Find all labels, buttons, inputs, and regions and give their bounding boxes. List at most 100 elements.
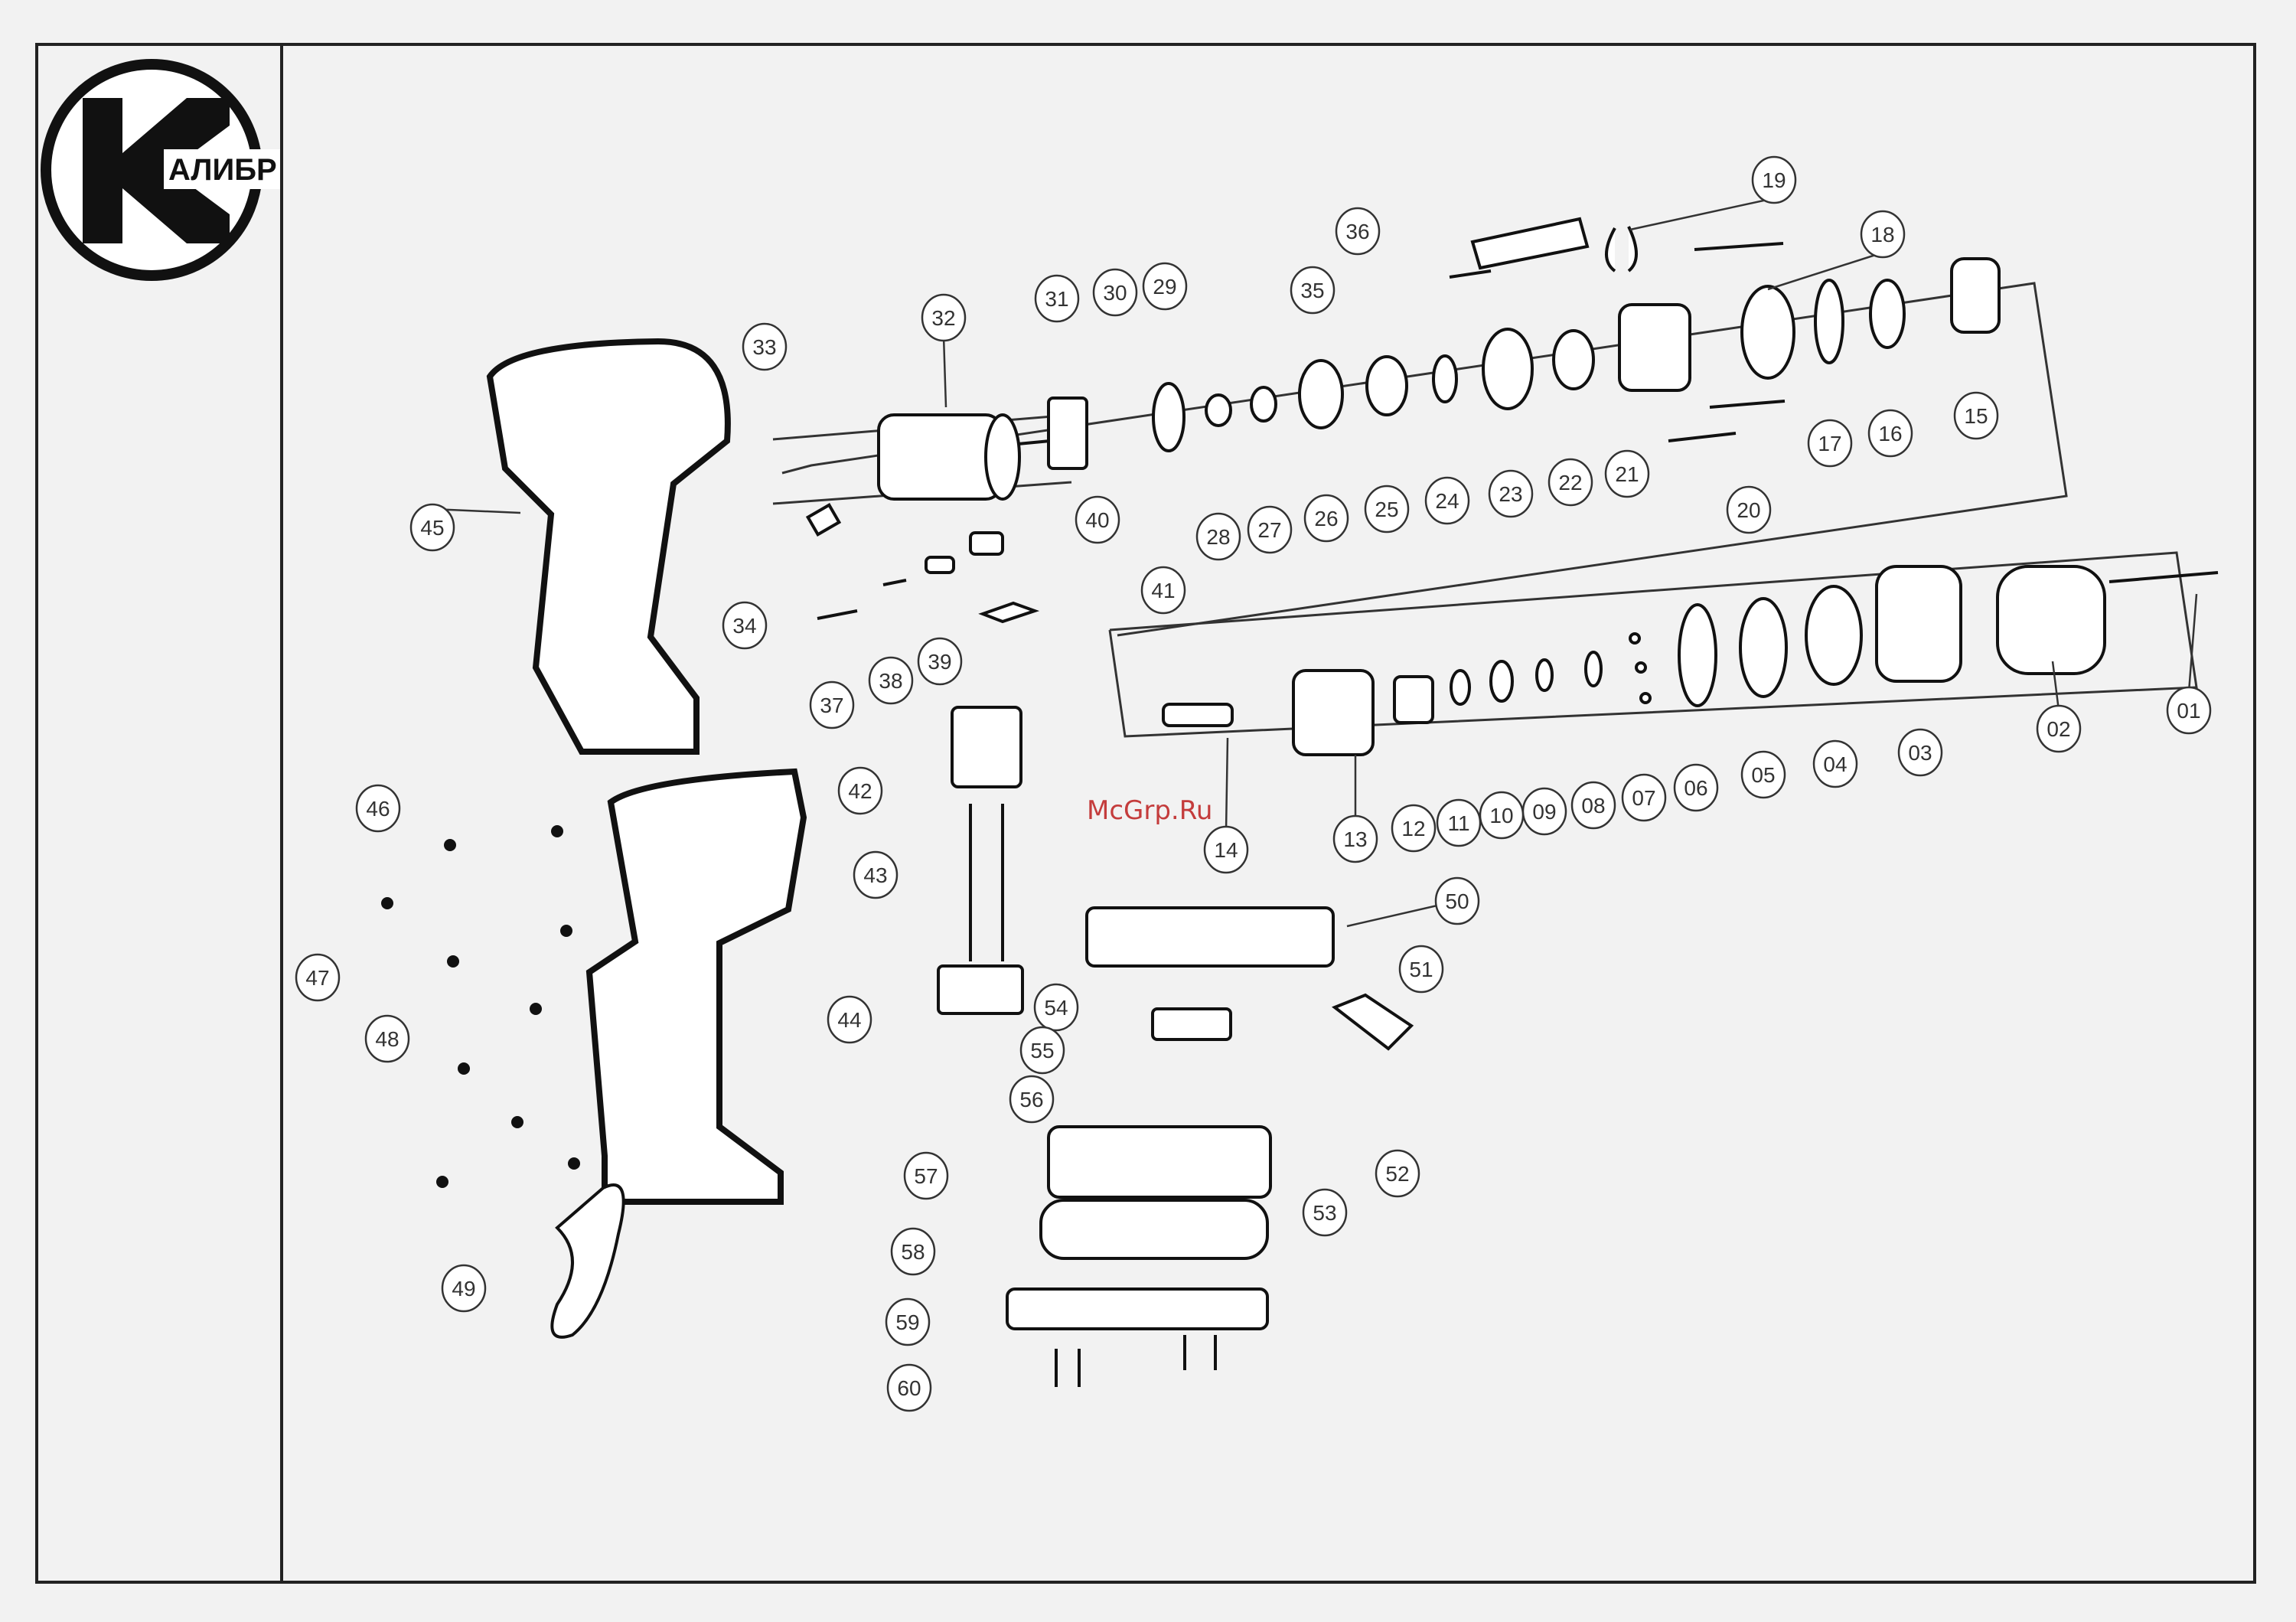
part-callout-57: 57 (903, 1151, 949, 1200)
callout-circle (1092, 268, 1138, 317)
callout-circle (1751, 155, 1797, 204)
callout-number: 06 (1684, 776, 1707, 800)
callout-circle (1740, 750, 1786, 799)
callout-circle (1424, 476, 1470, 525)
callout-circle (1953, 391, 1999, 440)
part-callout-60: 60 (886, 1363, 932, 1412)
callout-number: 33 (752, 335, 776, 359)
callout-number: 43 (863, 863, 887, 887)
callout-number: 20 (1737, 498, 1760, 522)
callout-circle (1009, 1075, 1055, 1124)
callout-number: 34 (732, 614, 756, 638)
part-callout-55: 55 (1019, 1026, 1065, 1075)
part-callout-11: 11 (1436, 798, 1482, 847)
callout-number: 08 (1581, 794, 1605, 818)
part-callout-01: 01 (2166, 686, 2212, 735)
part-callout-09: 09 (1521, 787, 1567, 836)
callout-number: 07 (1632, 786, 1655, 810)
part-callout-37: 37 (809, 680, 855, 729)
part-callout-46: 46 (355, 784, 401, 833)
callout-number: 35 (1300, 279, 1324, 302)
part-callout-18: 18 (1860, 210, 1906, 259)
callout-number: 42 (848, 779, 872, 803)
callout-circle (921, 293, 967, 342)
part-callout-10: 10 (1479, 791, 1525, 840)
callout-circle (1673, 763, 1719, 812)
callout-number: 13 (1343, 827, 1367, 851)
callout-circle (409, 503, 455, 552)
part-callout-39: 39 (917, 637, 963, 686)
part-callout-15: 15 (1953, 391, 1999, 440)
part-callout-40: 40 (1075, 495, 1120, 544)
callout-circle (1203, 825, 1249, 874)
callout-circle (1548, 458, 1593, 507)
part-callout-22: 22 (1548, 458, 1593, 507)
part-callout-17: 17 (1807, 419, 1853, 468)
callout-number: 39 (928, 650, 951, 674)
callout-circle (1812, 739, 1858, 788)
part-callout-36: 36 (1335, 207, 1381, 256)
part-callout-19: 19 (1751, 155, 1797, 204)
part-callout-43: 43 (853, 850, 899, 899)
part-callout-35: 35 (1290, 266, 1336, 315)
part-callout-25: 25 (1364, 485, 1410, 534)
callout-number: 32 (931, 306, 955, 330)
part-callout-23: 23 (1488, 469, 1534, 518)
part-callout-03: 03 (1897, 728, 1943, 777)
callout-circle (295, 953, 341, 1002)
callout-number: 22 (1558, 471, 1582, 494)
callout-circle (853, 850, 899, 899)
callout-circle (885, 1297, 931, 1346)
callout-number: 47 (305, 966, 329, 990)
part-callout-38: 38 (868, 656, 914, 705)
callout-number: 60 (897, 1376, 921, 1400)
callout-circle (2166, 686, 2212, 735)
callout-number: 59 (895, 1310, 919, 1334)
callout-circle (1621, 773, 1667, 822)
part-callout-07: 07 (1621, 773, 1667, 822)
part-callout-48: 48 (364, 1014, 410, 1063)
callout-circle (1075, 495, 1120, 544)
part-callout-08: 08 (1570, 781, 1616, 830)
callout-number: 10 (1489, 804, 1513, 827)
callout-number: 40 (1085, 508, 1109, 532)
drill-housing (486, 338, 807, 1205)
battery-and-switch (550, 706, 1414, 1387)
callout-number: 30 (1103, 281, 1127, 305)
callout-number: 44 (837, 1008, 861, 1032)
callout-circle (1604, 449, 1650, 498)
callout-number: 03 (1908, 741, 1932, 765)
part-callout-45: 45 (409, 503, 455, 552)
callout-circle (1034, 274, 1080, 323)
callout-circle (1140, 566, 1186, 615)
part-callout-31: 31 (1034, 274, 1080, 323)
callout-number: 55 (1030, 1039, 1054, 1062)
callout-circle (355, 784, 401, 833)
part-callout-44: 44 (827, 995, 872, 1044)
callout-circle (837, 766, 883, 815)
callout-number: 26 (1314, 507, 1338, 530)
callout-number: 31 (1045, 287, 1068, 311)
callout-circle (1436, 798, 1482, 847)
part-callout-26: 26 (1303, 494, 1349, 543)
callout-leaders (432, 197, 2198, 928)
part-callout-54: 54 (1033, 983, 1079, 1032)
callout-number: 24 (1435, 489, 1459, 513)
callout-number: 41 (1151, 579, 1175, 602)
callout-circle (441, 1264, 487, 1313)
callout-number: 36 (1345, 220, 1369, 243)
part-callout-06: 06 (1673, 763, 1719, 812)
logo-text: АЛИБР (168, 153, 277, 187)
callout-number: 27 (1257, 518, 1281, 542)
callout-number: 50 (1445, 889, 1469, 913)
part-callout-24: 24 (1424, 476, 1470, 525)
callout-circle (1807, 419, 1853, 468)
callout-circle (722, 601, 768, 650)
callout-number: 58 (901, 1240, 925, 1264)
callout-circle (903, 1151, 949, 1200)
callout-number: 18 (1870, 223, 1894, 246)
callout-circle (1398, 945, 1444, 994)
part-callout-20: 20 (1726, 485, 1772, 534)
callout-number: 04 (1823, 752, 1847, 776)
callout-circle (809, 680, 855, 729)
